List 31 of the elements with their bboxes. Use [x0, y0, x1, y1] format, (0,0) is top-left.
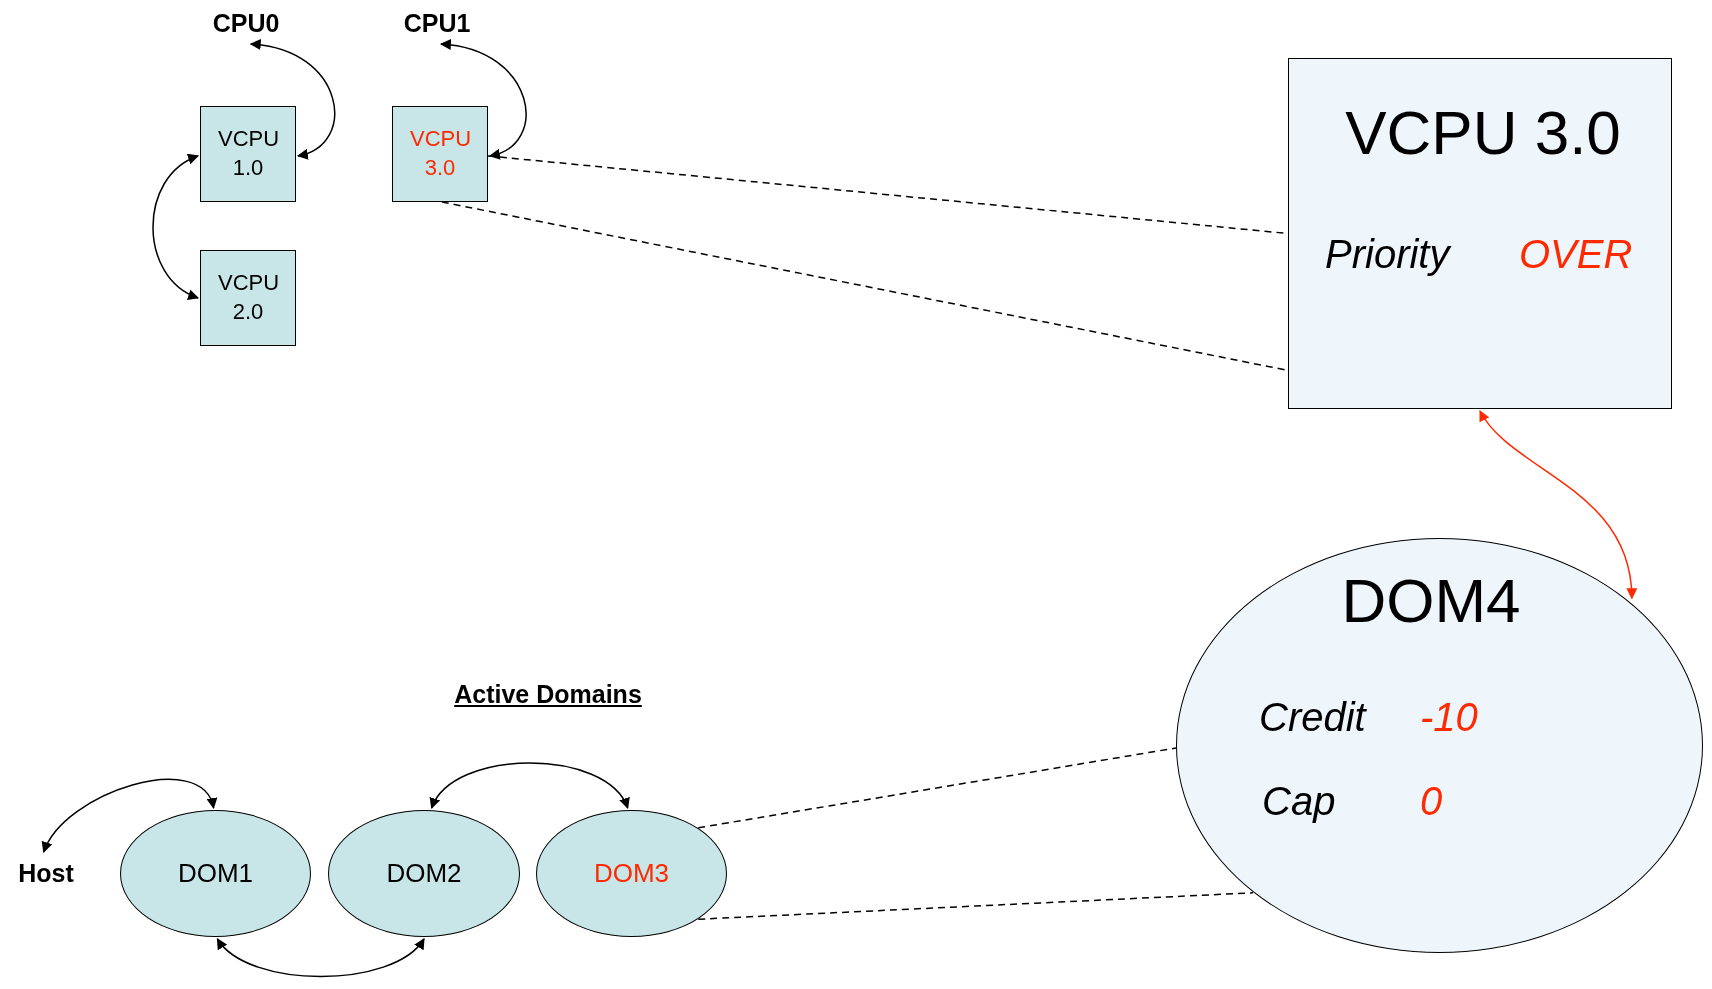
arrow [249, 39, 336, 159]
arrow [152, 155, 199, 299]
arrow [439, 39, 527, 159]
arrow [42, 778, 216, 853]
dashed-line [697, 747, 1177, 829]
dashed-line [697, 892, 1254, 920]
arrow [1479, 410, 1637, 600]
vcpu-box [200, 106, 296, 202]
vcpu-box [200, 250, 296, 346]
arrow [430, 762, 629, 809]
host-label: Host [8, 858, 84, 888]
node-label: VCPU 2.0 [218, 269, 278, 326]
cpu-label: CPU0 [206, 8, 286, 38]
cap-label: Cap [1262, 778, 1336, 824]
priority-value: OVER [1519, 231, 1633, 277]
node-label: DOM3 [593, 856, 670, 890]
vcpu-title: VCPU 3.0 [1345, 97, 1621, 169]
arrow [216, 938, 425, 978]
domain-title: DOM4 [1341, 565, 1521, 637]
node-label: VCPU 3.0 [410, 125, 470, 182]
node-label: VCPU 1.0 [218, 125, 278, 182]
vcpu-box [392, 106, 488, 202]
vcpu-detail-box [1288, 58, 1672, 409]
node-label: DOM2 [386, 856, 462, 890]
cap-value: 0 [1420, 778, 1443, 824]
credit-label: Credit [1259, 694, 1366, 740]
credit-value: -10 [1420, 694, 1478, 740]
section-heading: Active Domains [454, 680, 642, 709]
node-label: DOM1 [177, 856, 254, 890]
priority-label: Priority [1325, 231, 1450, 277]
cpu-label: CPU1 [397, 8, 477, 38]
